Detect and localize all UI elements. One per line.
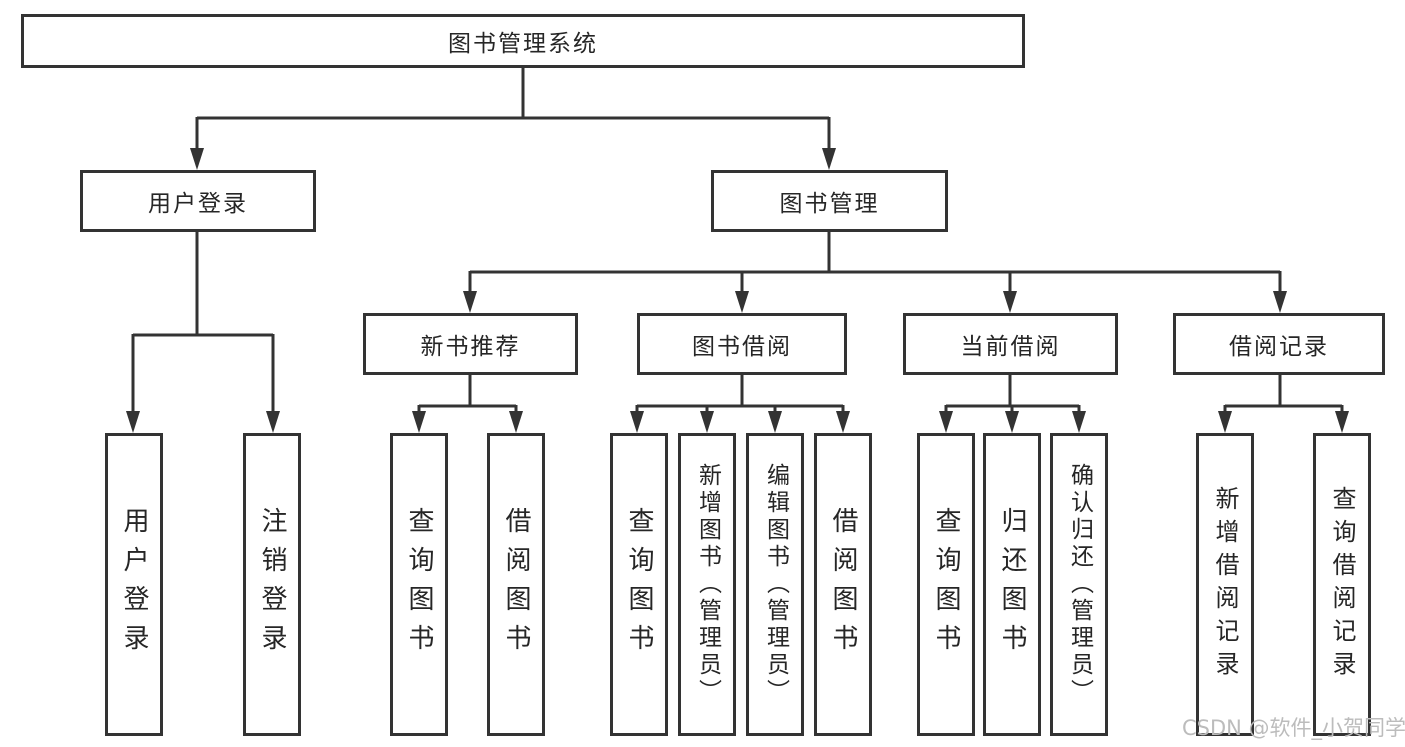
arrowhead bbox=[509, 411, 523, 433]
node-label: 用户登录 bbox=[148, 191, 248, 217]
arrowhead bbox=[190, 148, 204, 170]
node-label: 图书借阅 bbox=[692, 334, 792, 360]
arrowhead bbox=[1003, 291, 1017, 313]
leaf-edit-books-admin: 编辑图书（管理员） bbox=[746, 433, 804, 736]
node-book-borrowing: 图书借阅 bbox=[637, 313, 847, 375]
leaf-label: 借阅图书 bbox=[501, 506, 531, 663]
leaf-add-books-admin: 新增图书（管理员） bbox=[678, 433, 736, 736]
leaf-label: 查询图书 bbox=[624, 506, 654, 663]
arrowhead bbox=[630, 411, 644, 433]
node-label: 借阅记录 bbox=[1229, 334, 1329, 360]
leaf-add-borrow-record: 新增借阅记录 bbox=[1196, 433, 1254, 736]
node-user-login: 用户登录 bbox=[80, 170, 316, 232]
leaf-query-borrow-record: 查询借阅记录 bbox=[1313, 433, 1371, 736]
leaf-confirm-return-admin: 确认归还（管理员） bbox=[1050, 433, 1108, 736]
arrowhead bbox=[836, 411, 850, 433]
node-new-book-recommendation: 新书推荐 bbox=[363, 313, 578, 375]
arrowhead bbox=[700, 411, 714, 433]
leaf-user-login: 用户登录 bbox=[105, 433, 163, 736]
node-current-borrowing: 当前借阅 bbox=[903, 313, 1118, 375]
csdn-watermark: CSDN @软件_小贺同学 bbox=[1182, 716, 1405, 740]
leaf-label: 新增借阅记录 bbox=[1211, 485, 1239, 684]
leaf-logout: 注销登录 bbox=[243, 433, 301, 736]
arrowhead bbox=[1335, 411, 1349, 433]
leaf-label: 注销登录 bbox=[257, 506, 287, 663]
leaf-borrow-books: 借阅图书 bbox=[814, 433, 872, 736]
arrowhead bbox=[939, 411, 953, 433]
leaf-label: 确认归还（管理员） bbox=[1066, 463, 1093, 706]
arrowhead bbox=[1218, 411, 1232, 433]
leaf-label: 查询图书 bbox=[404, 506, 434, 663]
node-label: 图书管理系统 bbox=[448, 31, 598, 57]
leaf-label: 查询图书 bbox=[931, 506, 961, 663]
arrowhead bbox=[126, 411, 140, 433]
leaf-label: 归还图书 bbox=[997, 506, 1027, 663]
arrowhead bbox=[266, 411, 280, 433]
arrowhead bbox=[412, 411, 426, 433]
node-borrowing-records: 借阅记录 bbox=[1173, 313, 1385, 375]
node-book-management: 图书管理 bbox=[711, 170, 948, 232]
leaf-borrow-books-recommend: 借阅图书 bbox=[487, 433, 545, 736]
leaf-label: 编辑图书（管理员） bbox=[762, 463, 789, 706]
leaf-label: 用户登录 bbox=[119, 506, 149, 663]
arrowhead bbox=[1005, 411, 1019, 433]
leaf-return-books: 归还图书 bbox=[983, 433, 1041, 736]
arrowhead bbox=[735, 291, 749, 313]
node-label: 图书管理 bbox=[779, 191, 880, 217]
arrowhead bbox=[822, 148, 836, 170]
leaf-query-books-recommend: 查询图书 bbox=[390, 433, 448, 736]
arrowhead bbox=[768, 411, 782, 433]
node-label: 新书推荐 bbox=[420, 334, 521, 360]
node-label: 当前借阅 bbox=[960, 334, 1061, 360]
node-library-management-system: 图书管理系统 bbox=[21, 14, 1025, 68]
leaf-query-books-borrow: 查询图书 bbox=[610, 433, 668, 736]
arrowhead bbox=[1273, 291, 1287, 313]
leaf-query-books-current: 查询图书 bbox=[917, 433, 975, 736]
leaf-label: 新增图书（管理员） bbox=[694, 463, 721, 706]
leaf-label: 查询借阅记录 bbox=[1328, 485, 1356, 684]
arrowhead bbox=[1072, 411, 1086, 433]
arrowhead bbox=[463, 291, 477, 313]
leaf-label: 借阅图书 bbox=[828, 506, 858, 663]
